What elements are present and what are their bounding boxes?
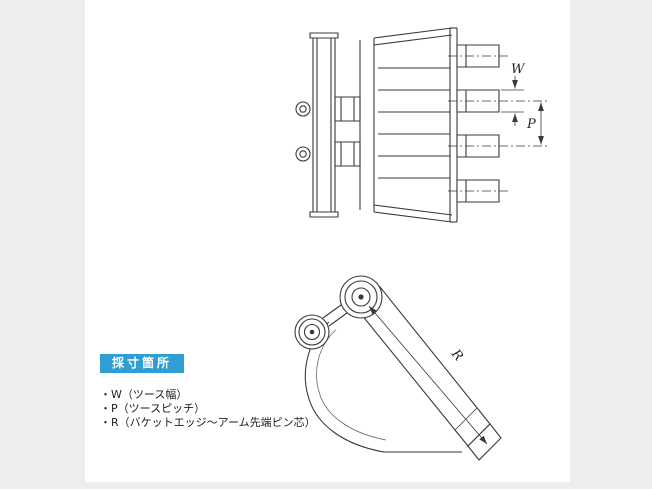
measurement-points-label: 採寸箇所 — [100, 354, 185, 373]
arm-pin-boss — [340, 276, 382, 318]
legend: ・W（ツース幅） ・P（ツースピッチ） ・R（バケットエッジ～アーム先端ピン芯） — [100, 388, 316, 430]
content-panel — [85, 0, 570, 482]
legend-item-r: ・R（バケットエッジ～アーム先端ピン芯） — [100, 416, 316, 429]
bucket-side-view — [295, 276, 501, 460]
w-dimension-label: W — [511, 62, 526, 77]
dimension-w: W — [501, 62, 526, 126]
legend-item-p: ・P（ツースピッチ） — [100, 402, 206, 415]
pin-head-top — [296, 102, 310, 116]
r-dimension-label: R — [447, 346, 466, 364]
dimension-r: R — [369, 306, 487, 444]
legend-item-w: ・W（ツース幅） — [100, 388, 188, 401]
bucket-top-view — [296, 28, 548, 222]
dimension-p: P — [526, 102, 544, 145]
pin-head-bottom — [296, 147, 310, 161]
p-dimension-label: P — [526, 117, 536, 132]
tooth-centerlines — [448, 56, 548, 191]
link-pin-boss — [295, 315, 329, 349]
